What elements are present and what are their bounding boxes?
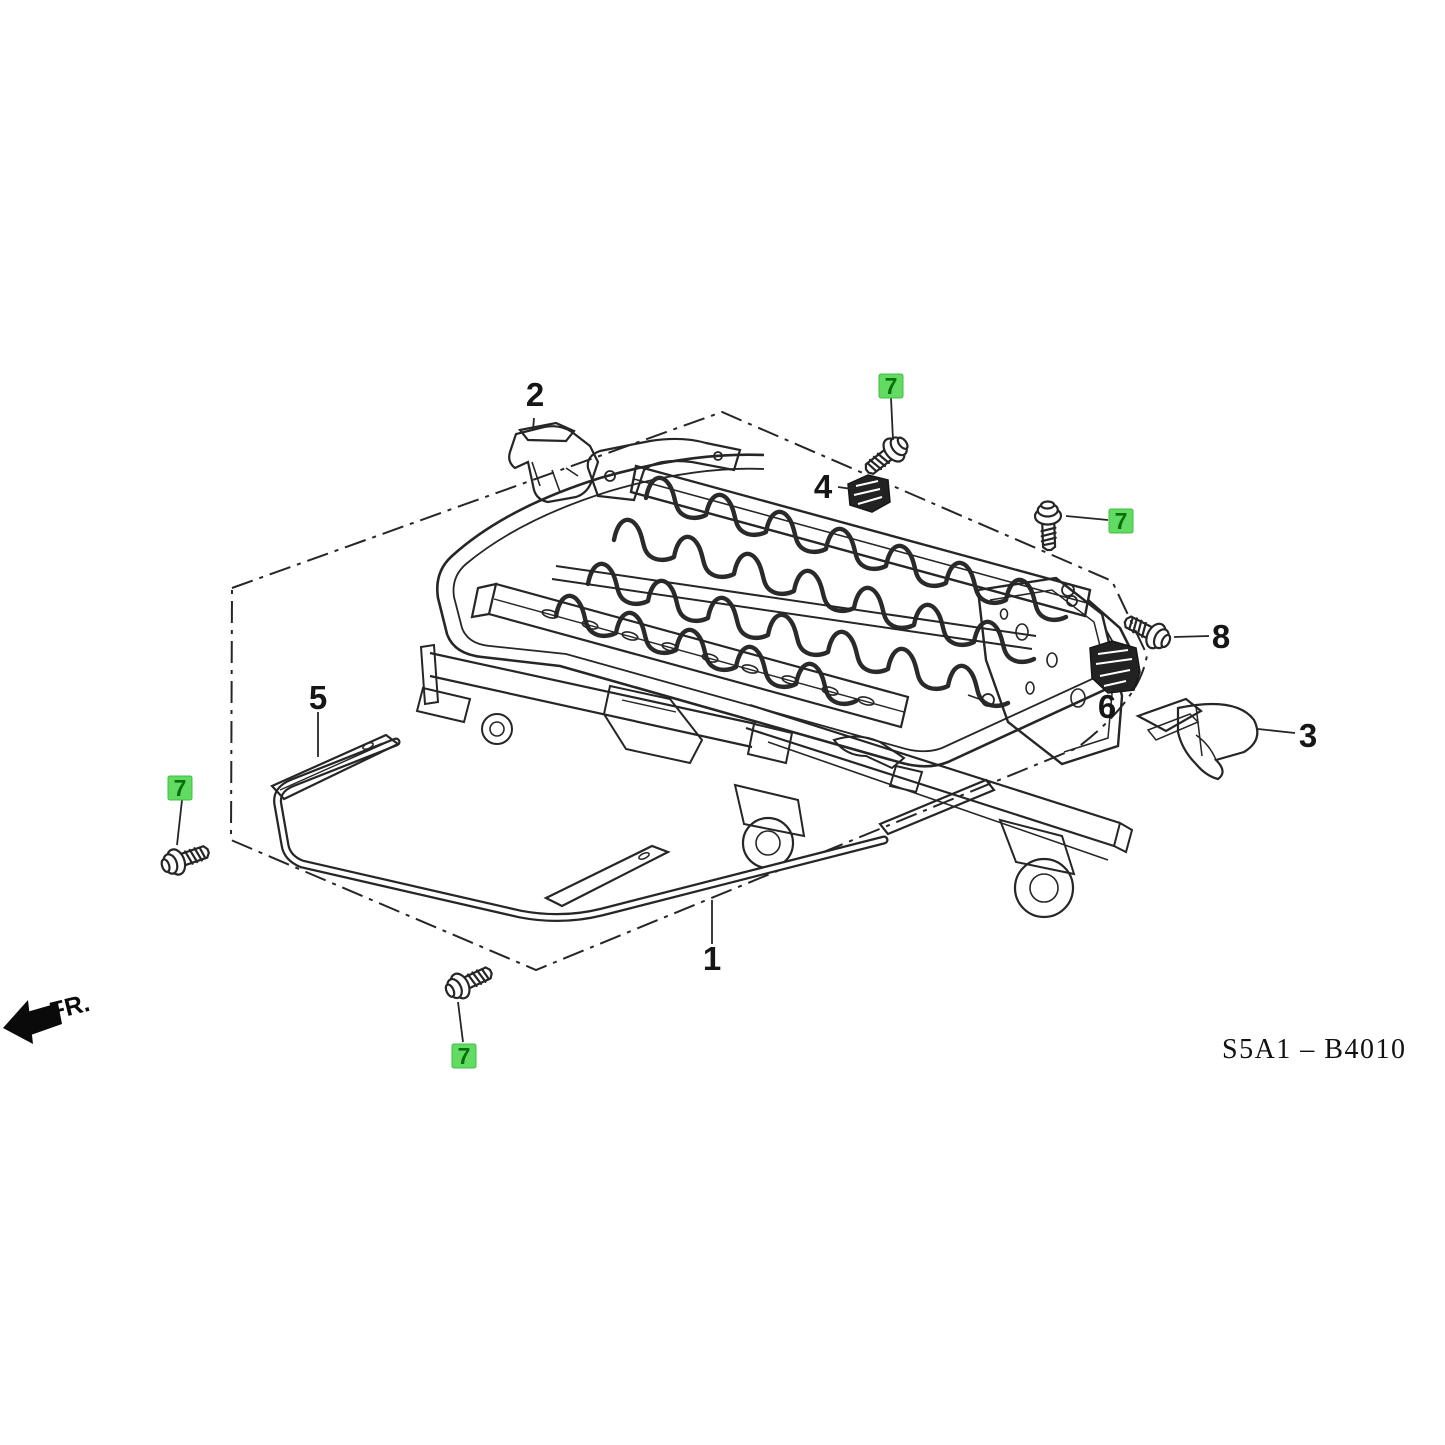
fr-arrow-shaft: [20, 1003, 62, 1036]
highlight-box[interactable]: [167, 775, 193, 801]
cross-bar: [551, 565, 1037, 650]
part-2-bracket-drawing: [508, 421, 600, 504]
tube-mount-bar-right: [878, 778, 996, 836]
callout-label-5[interactable]: 5: [309, 679, 327, 716]
highlight-box[interactable]: [1108, 508, 1134, 534]
fr-label: FR.: [47, 989, 93, 1026]
right-slide-rail: [745, 703, 1134, 919]
highlight-box[interactable]: [451, 1043, 477, 1069]
fr-arrow-icon: [3, 1000, 33, 1044]
callout-label-3[interactable]: 3: [1299, 717, 1317, 754]
callout-7-highlight-bottom[interactable]: 7: [451, 1043, 477, 1069]
part-3-cover-drawing: [1135, 697, 1259, 781]
highlight-label[interactable]: 7: [174, 775, 187, 801]
callout-label-1[interactable]: 1: [703, 940, 721, 977]
seat-frame-assembly-drawing: [415, 437, 1137, 919]
front-direction-indicator: FR.: [3, 989, 93, 1044]
slotted-front-rail: [470, 582, 910, 729]
part-5-rod-drawing: [270, 733, 401, 801]
diagram-code: S5A1 – B4010: [1222, 1034, 1406, 1065]
callout-label-4[interactable]: 4: [814, 468, 833, 505]
left-slide-rail: [415, 643, 806, 870]
seat-pan-inner-line: [452, 467, 1121, 753]
highlight-label[interactable]: 7: [885, 373, 898, 399]
part-6-clip-drawing: [1089, 640, 1141, 694]
leader-lines: [176, 397, 1296, 1043]
callout-label-2[interactable]: 2: [526, 376, 544, 413]
callout-label-6[interactable]: 6: [1098, 688, 1116, 725]
callout-label-8[interactable]: 8: [1212, 618, 1230, 655]
stabilizer-tube-drawing: [270, 733, 996, 923]
part-7-bolt-drawing-right: [1033, 499, 1064, 552]
part-4-clip-drawing: [847, 474, 891, 513]
seat-pan-outline: [436, 453, 1137, 768]
part-7-bolt-drawing-top: [858, 429, 915, 483]
callout-7-highlight-top[interactable]: 7: [878, 373, 904, 399]
highlight-box[interactable]: [878, 373, 904, 399]
callout-7-highlight-right[interactable]: 7: [1108, 508, 1134, 534]
highlight-label[interactable]: 7: [458, 1043, 471, 1069]
frame-hinge-bracket: [586, 437, 742, 502]
part-7-bolt-drawing-left: [156, 837, 214, 881]
tube-mount-bar: [543, 844, 671, 908]
callout-7-highlight-left[interactable]: 7: [167, 775, 193, 801]
highlight-label[interactable]: 7: [1115, 508, 1128, 534]
part-7-bolt-drawing-bottom: [440, 958, 498, 1006]
